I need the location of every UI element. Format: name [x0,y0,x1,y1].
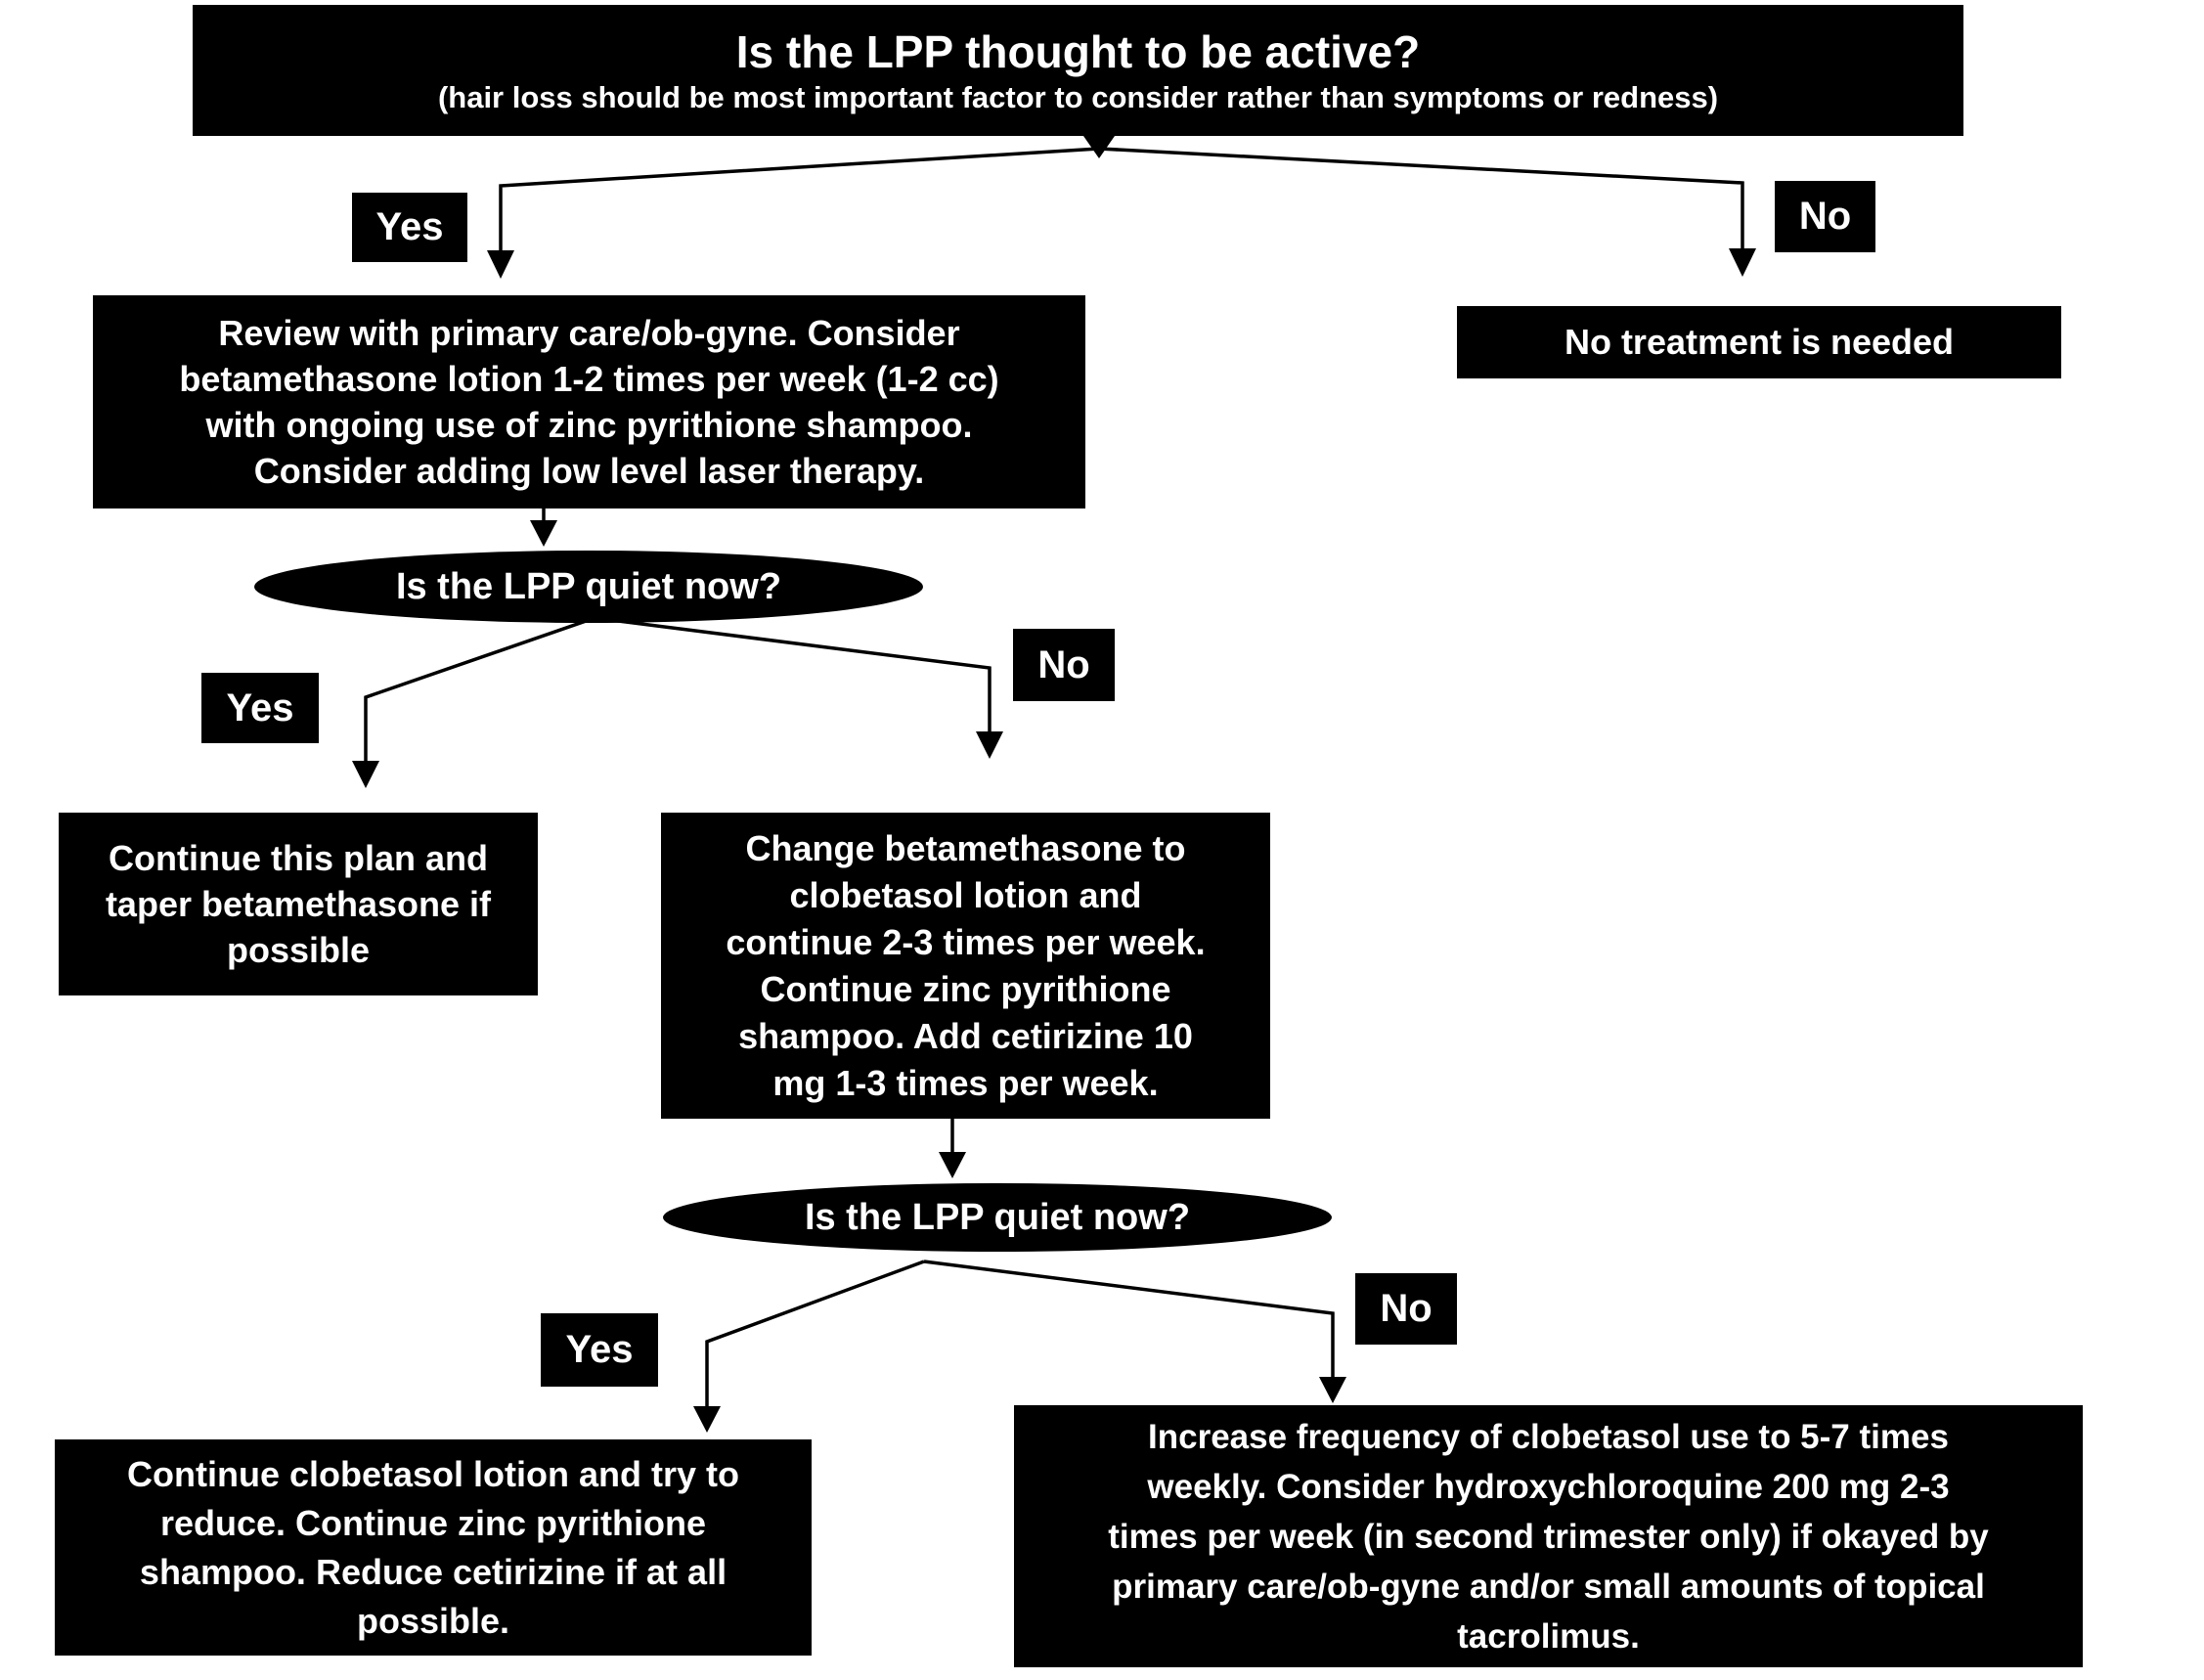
review-treatment-box: Review with primary care/ob-gyne. Consid… [93,295,1085,508]
branch2-no-label: No [1013,629,1115,701]
arrowhead-question2 [530,520,557,547]
arrowhead-no1 [1729,248,1756,277]
connector-title-to-yes1 [499,147,1100,252]
branch3-no-label: No [1355,1273,1457,1345]
connector-question3-no [923,1260,1335,1379]
lpp-quiet-question-2: Is the LPP quiet now? [663,1183,1332,1252]
arrowhead-change-box [976,731,1003,759]
title-down-arrowhead [1083,136,1115,158]
continue-clobetasol-box: Continue clobetasol lotion and try to re… [55,1439,812,1656]
connector-title-to-no1 [1098,147,1744,250]
change-to-clobetasol-box: Change betamethasone to clobetasol lotio… [661,813,1270,1119]
lpp-quiet-question-1: Is the LPP quiet now? [254,551,923,623]
connector-question2-yes [364,616,595,763]
root-question-box: Is the LPP thought to be active? (hair l… [193,5,1963,136]
branch2-yes-label: Yes [201,673,319,743]
arrowhead-yes1 [487,250,514,279]
branch3-yes-label: Yes [541,1313,658,1387]
connector-question2-no [594,616,992,733]
branch1-no-label: No [1775,181,1875,252]
branch1-yes-label: Yes [352,193,467,262]
arrowhead-continue-clobetasol [693,1406,721,1433]
arrowhead-increase-box [1319,1377,1346,1403]
connector-question3-yes [705,1260,925,1408]
no-treatment-box: No treatment is needed [1457,306,2061,378]
arrowhead-continue-plan [352,761,379,788]
root-question-title: Is the LPP thought to be active? [735,26,1421,77]
increase-clobetasol-box: Increase frequency of clobetasol use to … [1014,1405,2083,1667]
root-question-note: (hair loss should be most important fact… [437,80,1719,114]
continue-plan-box: Continue this plan and taper betamethaso… [59,813,538,995]
arrowhead-question3 [939,1152,966,1178]
